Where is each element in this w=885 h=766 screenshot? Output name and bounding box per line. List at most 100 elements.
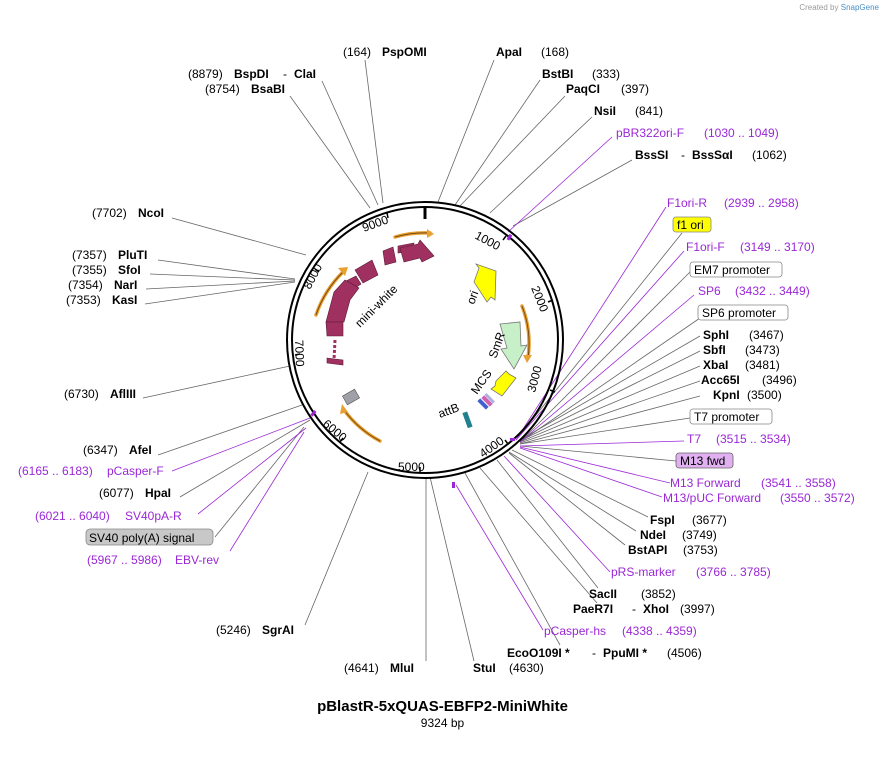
enzyme-leader-lines	[142, 59, 701, 662]
sacii-position: (3852)	[641, 587, 676, 601]
bspdi-label: BspDI	[234, 67, 269, 81]
xbai-position: (3481)	[745, 358, 780, 372]
sv40pa-position: (6021 .. 6040)	[35, 509, 110, 523]
pspomi-position: (164)	[343, 45, 371, 59]
label-smr: SmR	[486, 330, 508, 360]
paqci-position: (397)	[621, 82, 649, 96]
m13puc-position: (3550 .. 3572)	[780, 491, 855, 505]
ndei-position: (3749)	[682, 528, 717, 542]
bspdi-position: (8879)	[188, 67, 223, 81]
plasmid-backbone-outer	[286, 201, 564, 479]
sbfi-label: SbfI	[703, 343, 726, 357]
pspomi-label: PspOMI	[382, 45, 427, 59]
sacii-label: SacII	[589, 587, 617, 601]
sv40signal-box	[85, 528, 214, 546]
f1ori-f-label: F1ori-F	[686, 240, 725, 254]
mlui-position: (4641)	[344, 661, 379, 675]
mini-white-gene	[325, 239, 435, 337]
created-by-text: Created by	[799, 3, 839, 12]
ebvrev-label: EBV-rev	[175, 553, 219, 567]
pluti-position: (7357)	[72, 248, 107, 262]
kpni-position: (3500)	[747, 388, 782, 402]
ori-feature	[473, 263, 497, 303]
kasi-label: KasI	[112, 293, 137, 307]
t7-promoter-box	[689, 408, 773, 425]
bstapi-position: (3753)	[683, 543, 718, 557]
pluti-label: PluTI	[118, 248, 147, 262]
mini-white-tail	[326, 357, 344, 366]
m13forward-label: M13 Forward	[670, 476, 741, 490]
t7-label: T7	[687, 432, 701, 446]
fspi-label: FspI	[650, 513, 675, 527]
snapgene-credit: Created by SnapGene	[799, 3, 879, 12]
extent-arrow-head-2	[338, 267, 348, 276]
bsssai-label: BssSαI	[692, 148, 733, 162]
sv40pa-label: SV40pA-R	[125, 509, 182, 523]
sbfi-position: (3473)	[745, 343, 780, 357]
f1ori-f-position: (3149 .. 3170)	[740, 240, 815, 254]
ncoi-position: (7702)	[92, 206, 127, 220]
tick-label-4000: 4000	[477, 433, 507, 460]
sp6-promoter-box	[697, 304, 789, 321]
extent-arrow-head-3	[340, 404, 348, 414]
sp6-label: SP6	[698, 284, 721, 298]
sphi-position: (3467)	[749, 328, 784, 342]
label-attb: attB	[436, 400, 461, 420]
sp6-position: (3432 .. 3449)	[735, 284, 810, 298]
afliii-position: (6730)	[64, 387, 99, 401]
bspdi-dash: -	[283, 67, 287, 81]
apai-position: (168)	[541, 45, 569, 59]
nari-position: (7354)	[68, 278, 103, 292]
label-ori: ori	[464, 289, 482, 306]
snapgene-logo: SnapGene	[840, 3, 879, 12]
paer7i-dash: -	[632, 602, 636, 616]
bsssi-dash: -	[681, 148, 685, 162]
tick-label-5000: 5000	[398, 460, 425, 474]
t7-promoter-label: T7 promoter	[694, 410, 759, 424]
ncoi-label: NcoI	[138, 206, 164, 220]
afei-label: AfeI	[129, 443, 152, 457]
sphi-label: SphI	[703, 328, 729, 342]
tick-label-7000: 7000	[292, 340, 307, 367]
nsii-label: NsiI	[594, 104, 616, 118]
attb-feature	[462, 411, 473, 429]
tick-label-8000: 8000	[300, 261, 325, 291]
sfoi-position: (7355)	[72, 263, 107, 277]
m13forward-position: (3541 .. 3558)	[761, 476, 836, 490]
mcs-yellow-arrow	[490, 370, 517, 397]
gray-feature	[342, 388, 360, 406]
f1ori-r-label: F1ori-R	[667, 196, 707, 210]
nsii-position: (841)	[635, 104, 663, 118]
acc65i-label: Acc65I	[701, 373, 740, 387]
paer7i-label: PaeR7I	[573, 602, 613, 616]
stui-label: StuI	[473, 661, 496, 675]
pbr322-label: pBR322ori-F	[616, 126, 684, 140]
sv40signal-label: SV40 poly(A) signal	[89, 531, 194, 545]
m13fwd-label: M13 fwd	[680, 454, 725, 468]
f1ori-box	[672, 216, 712, 233]
tick-label-6000: 6000	[320, 417, 350, 445]
acc65i-position: (3496)	[762, 373, 797, 387]
paqci-label: PaqCI	[566, 82, 600, 96]
mcs-marker-1	[477, 398, 489, 410]
mcs-marker-2	[481, 395, 493, 407]
tick-label-3000: 3000	[524, 364, 545, 394]
ndei-label: NdeI	[640, 528, 666, 542]
prsmarker-position: (3766 .. 3785)	[696, 565, 771, 579]
bstbi-label: BstBI	[542, 67, 573, 81]
prsmarker-label: pRS-marker	[611, 565, 676, 579]
nari-label: NarI	[114, 278, 137, 292]
bsabi-position: (8754)	[205, 82, 240, 96]
primer-leader-lines	[171, 136, 695, 631]
sgrai-position: (5246)	[216, 623, 251, 637]
em7-label: EM7 promoter	[694, 263, 770, 277]
pcasperhs-label: pCasper-hs	[544, 624, 606, 638]
eco-position: (4506)	[667, 646, 702, 660]
plasmid-name: pBlastR-5xQUAS-EBFP2-MiniWhite	[317, 698, 568, 715]
backbone-primer-marks	[310, 233, 515, 488]
pcasperf-label: pCasper-F	[107, 464, 164, 478]
t7-position: (3515 .. 3534)	[716, 432, 791, 446]
ebvrev-position: (5967 .. 5986)	[87, 553, 162, 567]
label-mini-white: mini-white	[352, 282, 400, 330]
hpai-label: HpaI	[145, 486, 171, 500]
